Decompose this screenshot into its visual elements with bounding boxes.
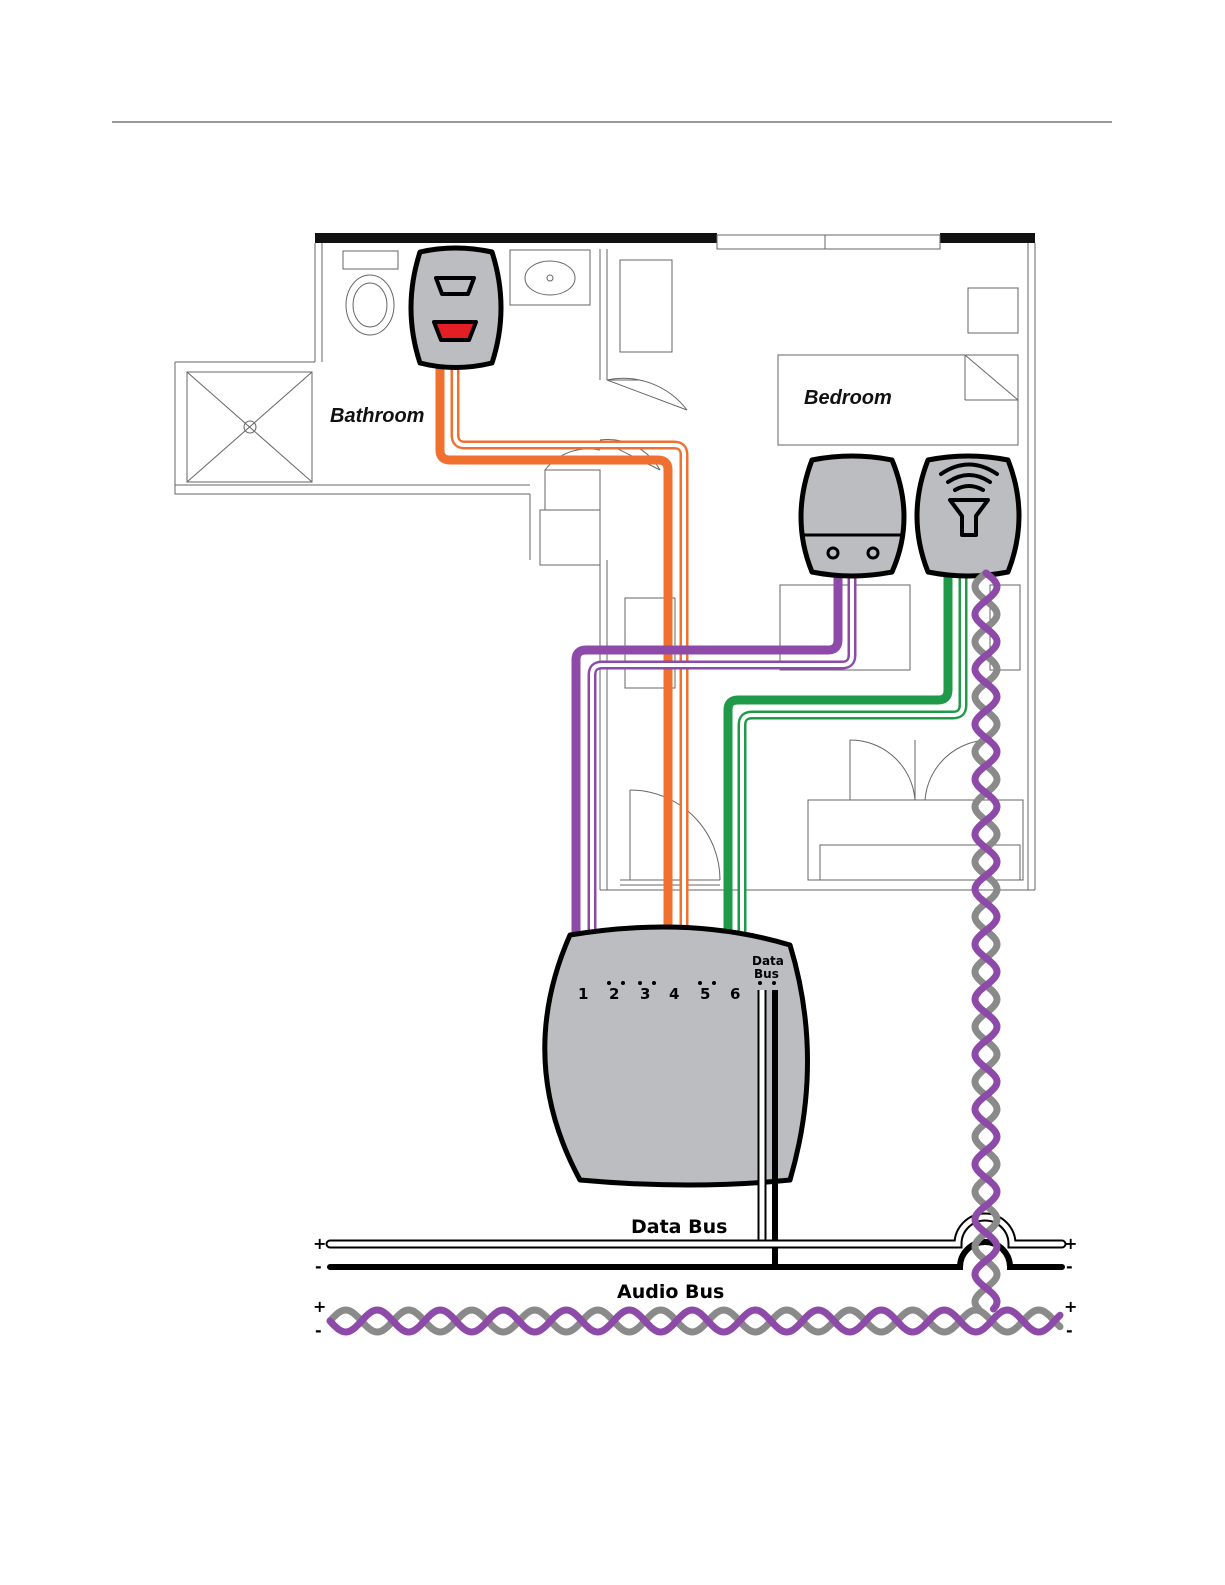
data-bus-terminal-label-2: Bus <box>754 967 779 981</box>
data-bus-minus-right: - <box>1066 1257 1073 1276</box>
orange-wire-pair <box>440 365 684 982</box>
speaker-icon <box>917 456 1019 576</box>
data-bus-minus-left: - <box>315 1257 322 1276</box>
green-wire-pair <box>728 572 963 982</box>
terminal-label-4: 4 <box>669 985 679 1003</box>
audio-bus-plus-right: + <box>1064 1297 1077 1316</box>
audio-bus-plus-left: + <box>313 1297 326 1316</box>
terminal-label-2: 2 <box>609 985 619 1003</box>
data-bus-terminal-label: Data <box>752 954 784 968</box>
bedroom-label: Bedroom <box>804 387 892 409</box>
data-bus-plus-left: + <box>313 1234 326 1253</box>
controller-unit: 1 2 3 4 5 6 Data Bus <box>545 927 808 1185</box>
purple-wire-pair <box>576 573 852 982</box>
data-bus-plus-right: + <box>1064 1234 1077 1253</box>
floor-plan <box>175 233 1035 890</box>
bathroom-call-button-icon <box>411 248 501 368</box>
audio-bus-minus-right: - <box>1066 1321 1073 1340</box>
audio-bus <box>330 1310 1060 1332</box>
audio-bus-label: Audio Bus <box>617 1281 724 1303</box>
terminal-label-5: 5 <box>700 985 710 1003</box>
terminal-label-1: 1 <box>578 985 588 1003</box>
room-sensor-icon <box>801 456 904 576</box>
terminal-label-6: 6 <box>730 985 740 1003</box>
bathroom-label: Bathroom <box>330 405 424 427</box>
speaker-audio-drop <box>975 573 997 1309</box>
audio-bus-minus-left: - <box>315 1321 322 1340</box>
data-bus-label: Data Bus <box>631 1216 727 1238</box>
terminal-label-3: 3 <box>640 985 650 1003</box>
